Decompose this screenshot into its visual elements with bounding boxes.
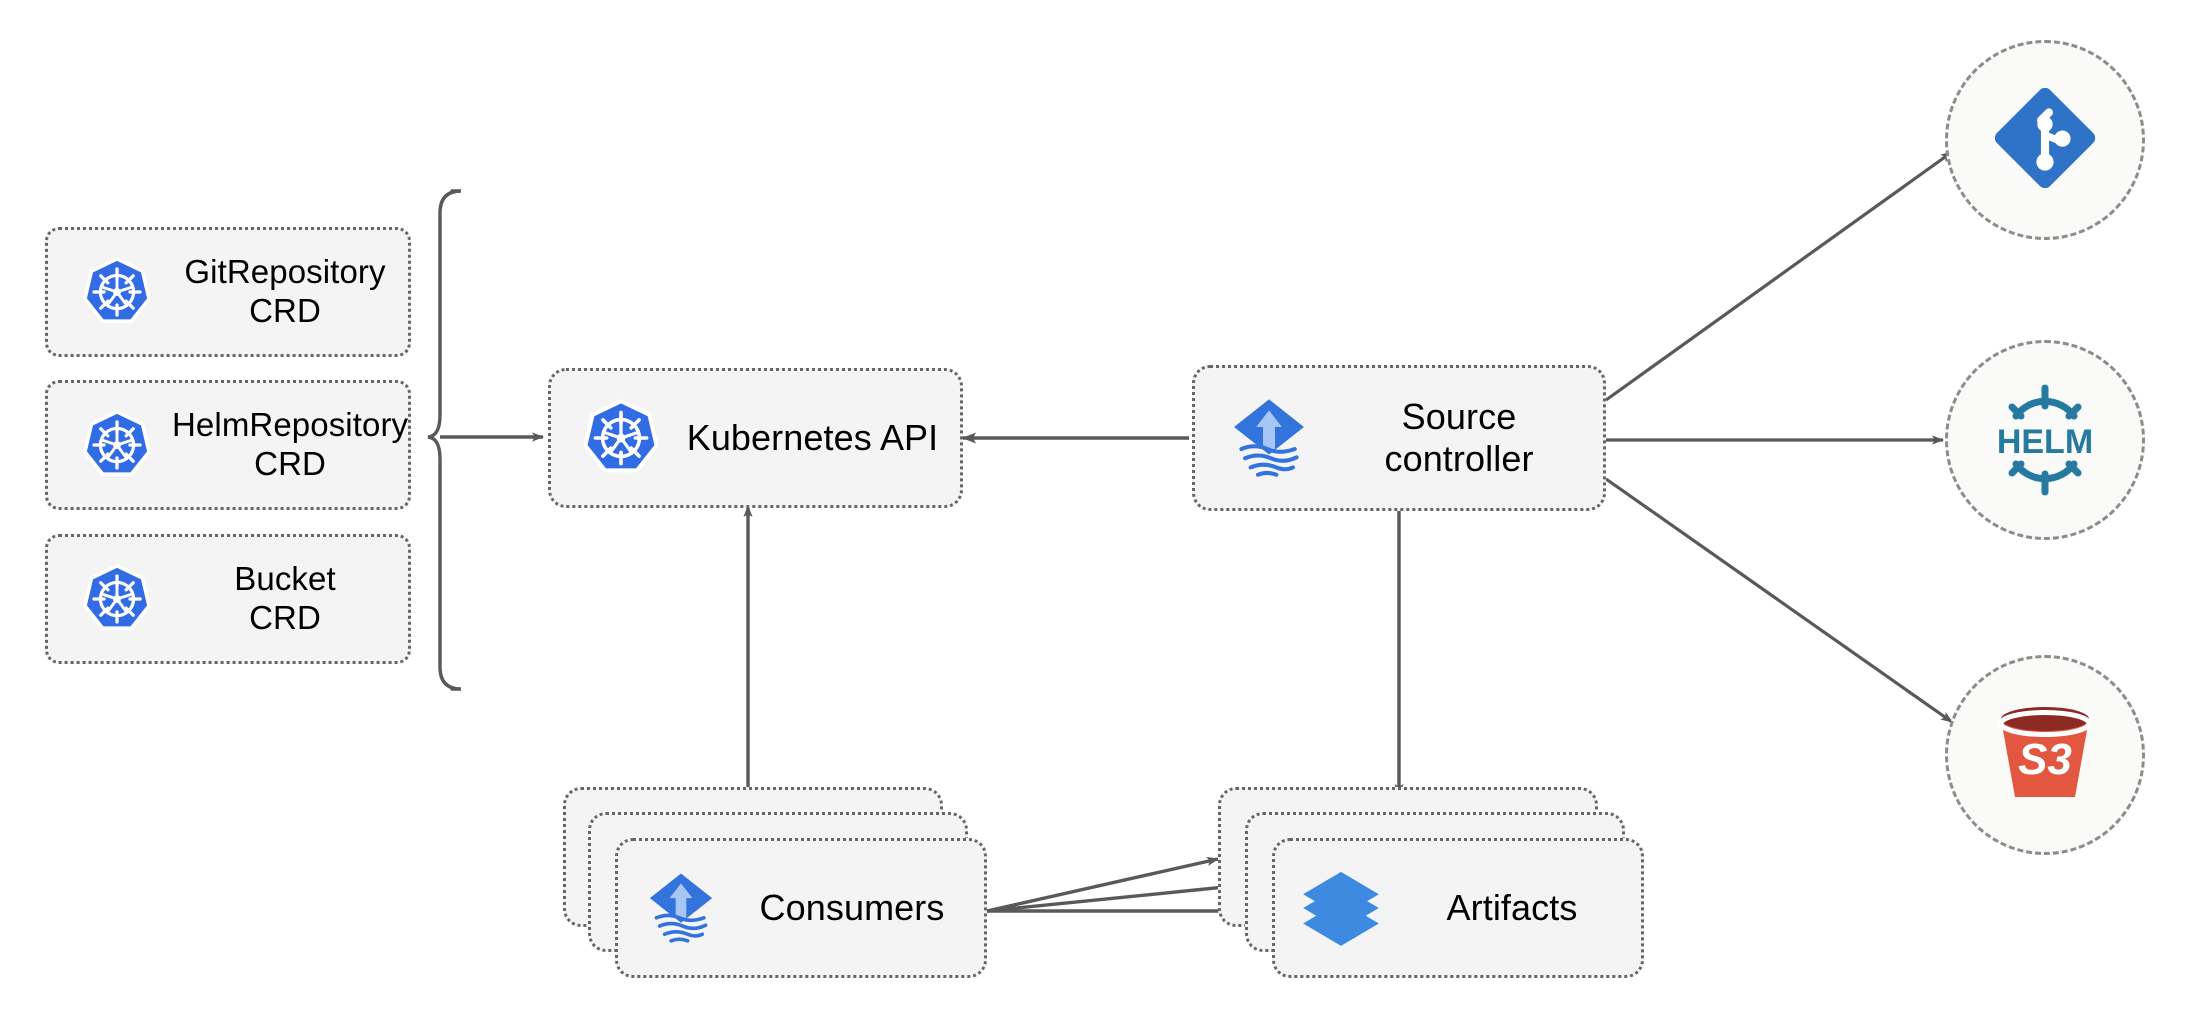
crd-group-brace <box>427 189 462 691</box>
kubernetes-icon <box>62 563 172 635</box>
node-label: HelmRepository CRD <box>172 406 409 482</box>
kubernetes-icon <box>62 409 172 481</box>
arrow-source-to-s3 <box>1605 477 1953 724</box>
flux-icon <box>1213 392 1325 484</box>
node-label: GitRepository CRD <box>184 253 386 329</box>
endpoint-helm[interactable]: HELM <box>1945 340 2145 540</box>
node-label: Consumers <box>759 886 945 928</box>
node-label: Bucket CRD <box>234 560 336 636</box>
kubernetes-icon <box>567 398 675 478</box>
s3-wordmark: S3 <box>2018 735 2072 784</box>
git-icon <box>1985 78 2105 203</box>
node-artifacts[interactable]: Artifacts <box>1272 838 1644 978</box>
endpoint-s3[interactable]: S3 <box>1945 655 2145 855</box>
flux-icon <box>632 867 730 949</box>
s3-bucket-icon: S3 <box>1983 693 2107 818</box>
arrow-consumers-to-artifacts-2 <box>986 881 1246 913</box>
node-label: Artifacts <box>1446 886 1578 928</box>
helm-icon: HELM <box>1980 380 2110 500</box>
arrow-consumers-to-artifacts-1 <box>986 856 1219 913</box>
node-bucket-crd[interactable]: Bucket CRD <box>45 534 411 664</box>
node-kubernetes-api[interactable]: Kubernetes API <box>548 368 963 508</box>
node-label: Kubernetes API <box>686 416 939 458</box>
endpoint-git[interactable] <box>1945 40 2145 240</box>
node-source-controller[interactable]: Source controller <box>1192 365 1606 511</box>
kubernetes-icon <box>62 256 172 328</box>
node-gitrepository-crd[interactable]: GitRepository CRD <box>45 227 411 357</box>
node-consumers[interactable]: Consumers <box>615 838 987 978</box>
layers-icon <box>1289 865 1393 951</box>
arrow-source-to-git <box>1605 150 1953 402</box>
helm-wordmark: HELM <box>1997 423 2093 461</box>
node-label: Source controller <box>1384 395 1534 479</box>
node-helmrepository-crd[interactable]: HelmRepository CRD <box>45 380 411 510</box>
